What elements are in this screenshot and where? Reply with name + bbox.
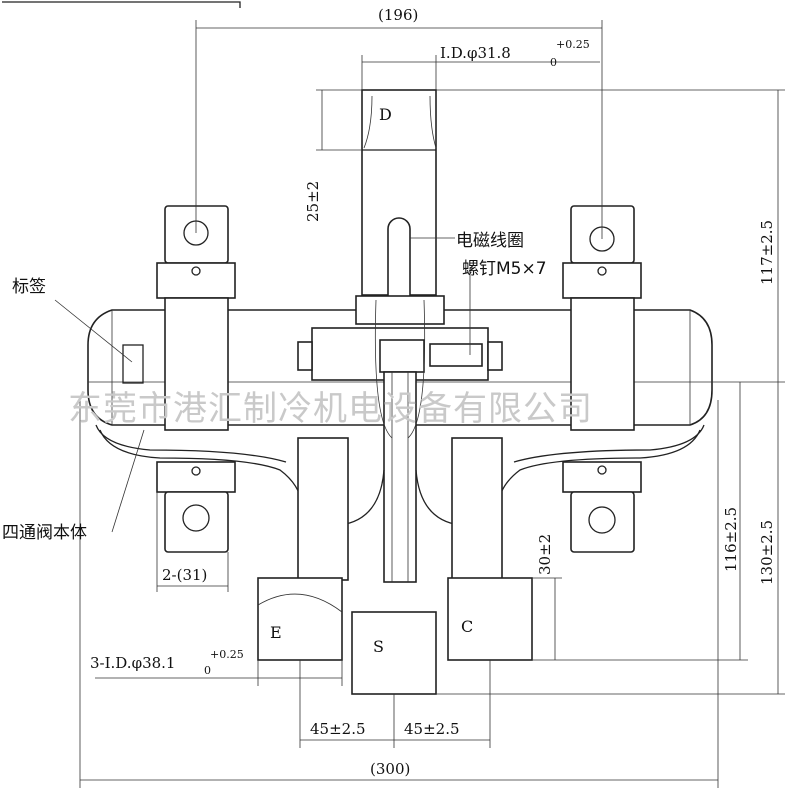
dim-id-top-sup: +0.25 [556, 38, 590, 51]
dim-id-bottom-sub: 0 [204, 664, 211, 677]
label-coil: 电磁线圈 [456, 231, 524, 251]
left-bracket [156, 205, 236, 553]
port-e-tube [257, 437, 349, 661]
dim-id-bottom: 3-I.D.φ38.1 [90, 654, 175, 672]
dim-117: 117±2.5 [758, 220, 776, 285]
right-bracket [562, 205, 642, 553]
dim-width-bottom: (300) [370, 760, 410, 778]
dim-25: 25±2 [304, 181, 322, 222]
port-s-tube [351, 611, 437, 695]
port-d-label: D [379, 105, 392, 124]
label-valve-body: 四通阀本体 [2, 523, 87, 543]
dim-116: 116±2.5 [722, 507, 740, 572]
capillary-tubes [95, 424, 705, 526]
dim-30: 30±2 [536, 534, 554, 575]
port-s-label: S [373, 637, 384, 656]
dim-id-bottom-sup: +0.25 [210, 648, 244, 661]
port-e-label: E [270, 623, 282, 642]
dim-130: 130±2.5 [758, 520, 776, 585]
dim-width-top: (196) [378, 6, 418, 24]
pilot-valve [297, 217, 503, 583]
port-c-tube [447, 437, 533, 661]
dimension-lines [54, 20, 785, 788]
label-tag-text: 标签 [12, 277, 46, 297]
dim-offset-left: 45±2.5 [310, 720, 366, 738]
dim-offset-right: 45±2.5 [404, 720, 460, 738]
dim-id-top: I.D.φ31.8 [440, 44, 511, 62]
label-screw: 螺钉M5×7 [462, 259, 547, 279]
dim-bracket: 2-(31) [162, 566, 207, 584]
dim-id-top-sub: 0 [550, 56, 557, 69]
dim-id-top-main: I.D.φ31.8 [440, 44, 511, 62]
frame-corner [2, 1, 241, 8]
watermark-text: 东莞市港汇制冷机电设备有限公司 [68, 389, 593, 429]
label-tag [122, 344, 144, 384]
port-c-label: C [461, 617, 473, 636]
